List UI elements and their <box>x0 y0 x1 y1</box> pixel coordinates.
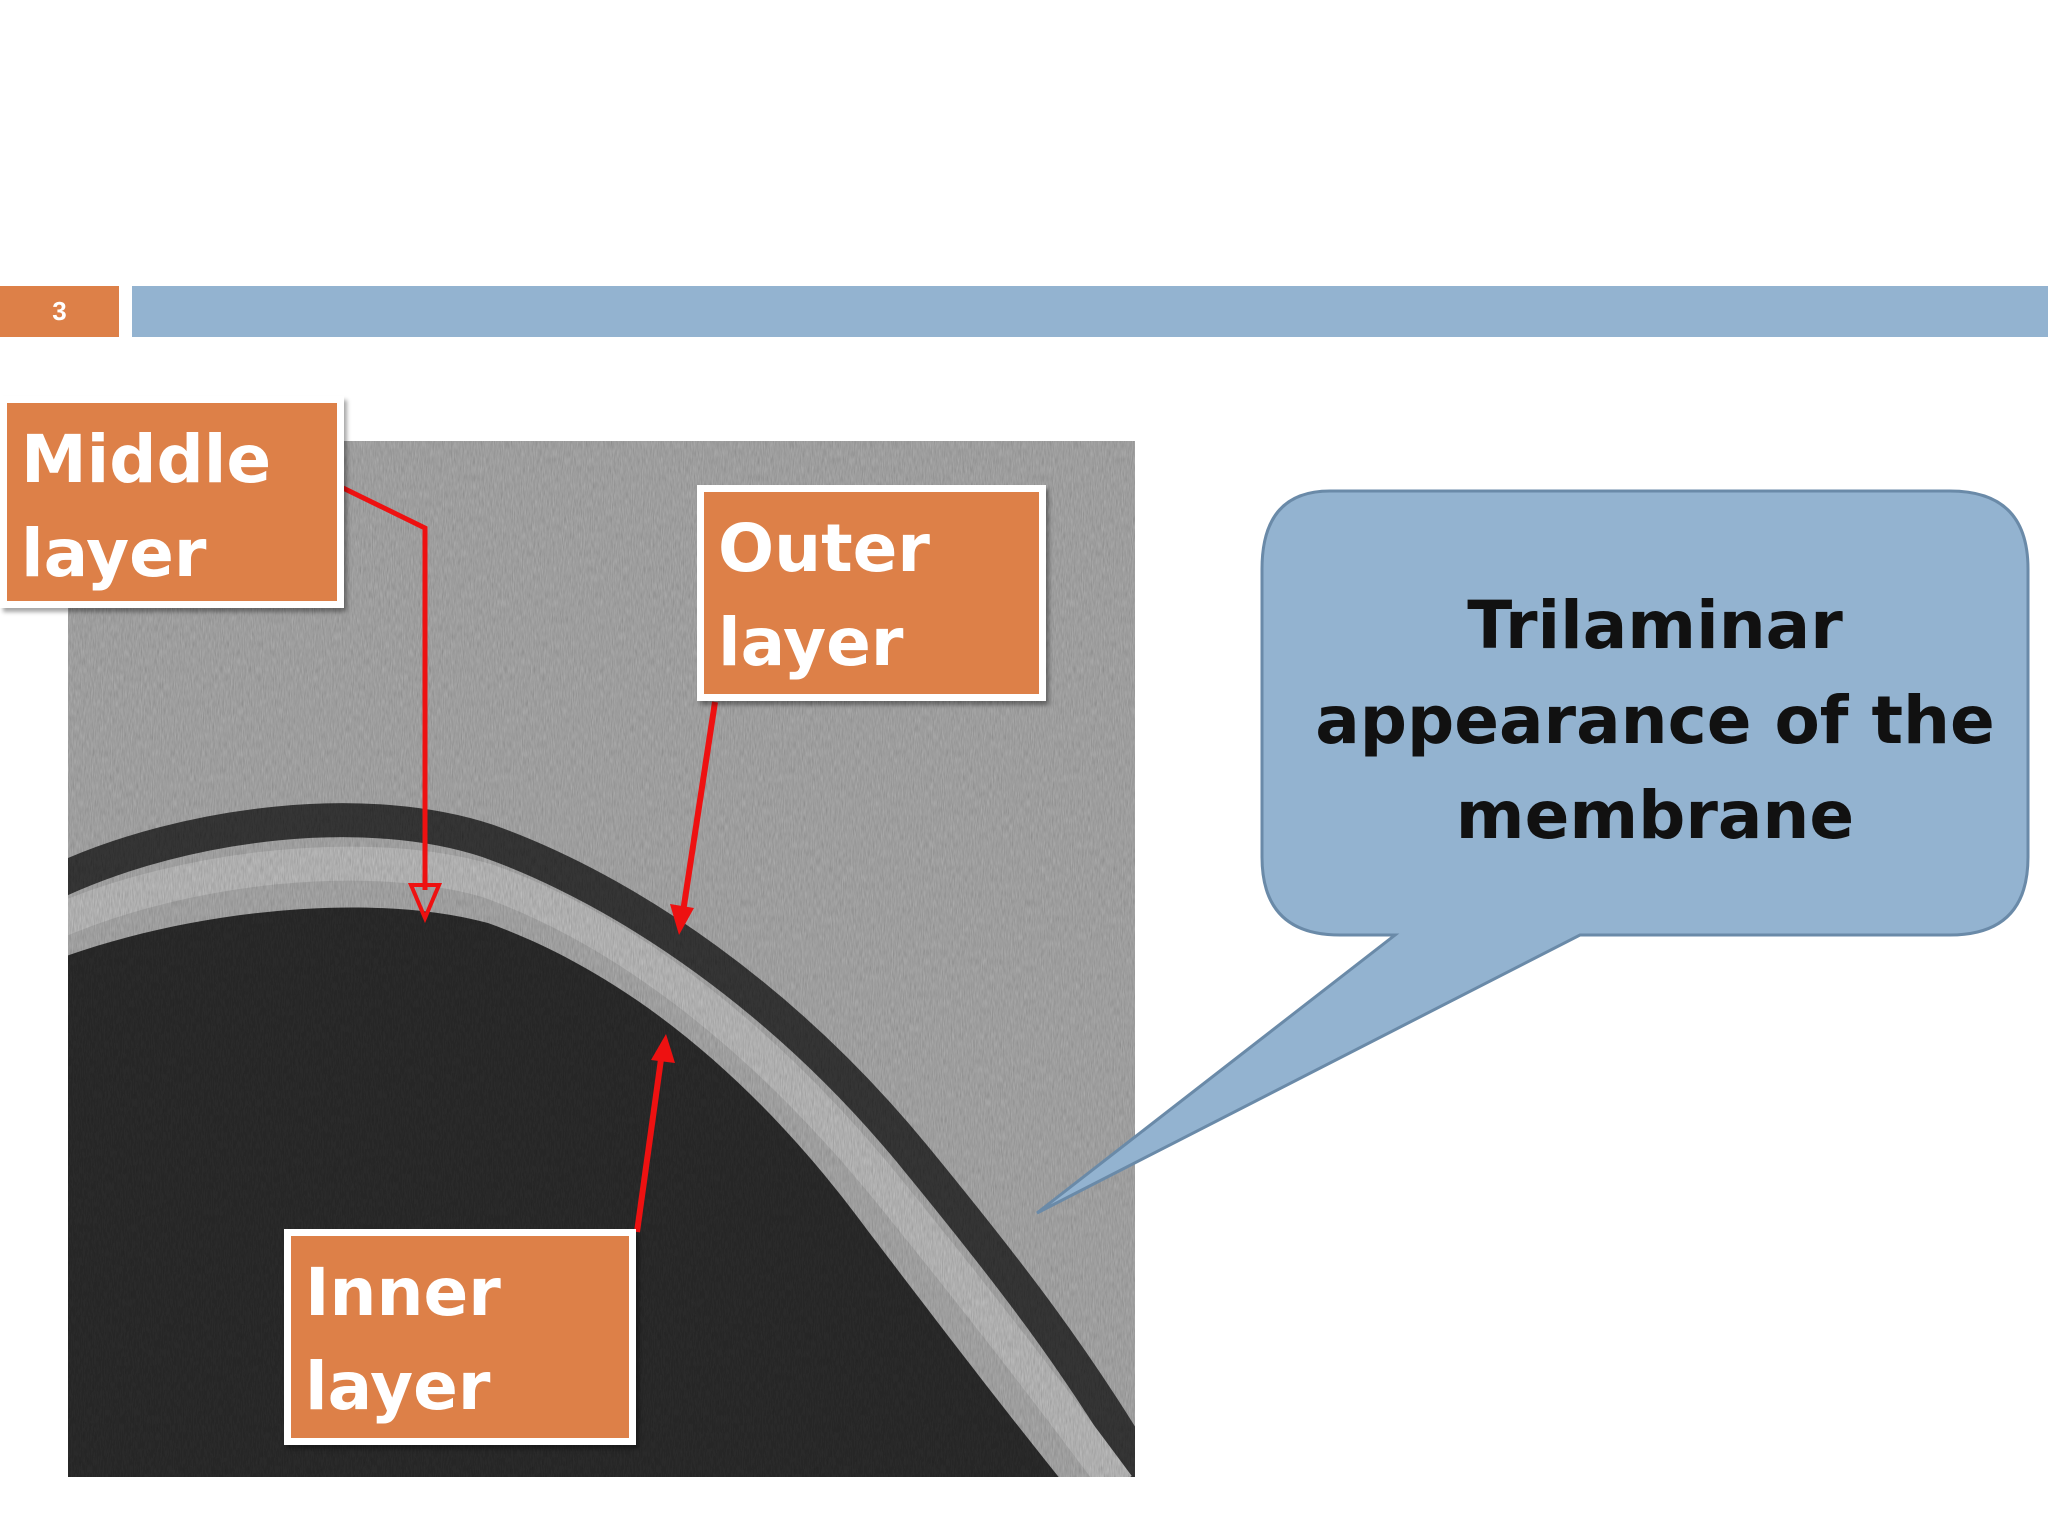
inner-layer-arrowhead <box>651 1034 675 1063</box>
callout-line-1: Trilaminar <box>1467 587 1843 664</box>
callout-line-2: appearance of the <box>1315 682 1995 759</box>
middle-layer-arrow <box>339 484 428 890</box>
outer-layer-label-line1: Outer <box>718 510 930 587</box>
middle-layer-label-line2: layer <box>21 515 207 592</box>
middle-layer-arrowhead <box>407 883 443 924</box>
inner-layer-label-line2: layer <box>305 1348 491 1425</box>
callout-text: Trilaminar appearance of the membrane <box>1290 578 2020 863</box>
inner-layer-label: Inner layer <box>284 1229 636 1445</box>
callout-bubble <box>1036 489 2030 1215</box>
outer-layer-label-line2: layer <box>718 604 904 681</box>
inner-layer-label-line1: Inner <box>305 1254 501 1331</box>
inner-layer-arrow <box>634 1051 665 1233</box>
slide-number: 3 <box>52 296 67 326</box>
outer-layer-label: Outer layer <box>697 485 1046 701</box>
outer-layer-arrow <box>680 701 718 913</box>
middle-layer-label-line1: Middle <box>21 421 272 498</box>
callout-line-3: membrane <box>1455 777 1855 854</box>
outer-layer-arrowhead <box>670 904 694 935</box>
slide-number-box: 3 <box>0 286 119 337</box>
header-bar <box>132 286 2048 337</box>
middle-layer-label: Middle layer <box>0 396 344 608</box>
